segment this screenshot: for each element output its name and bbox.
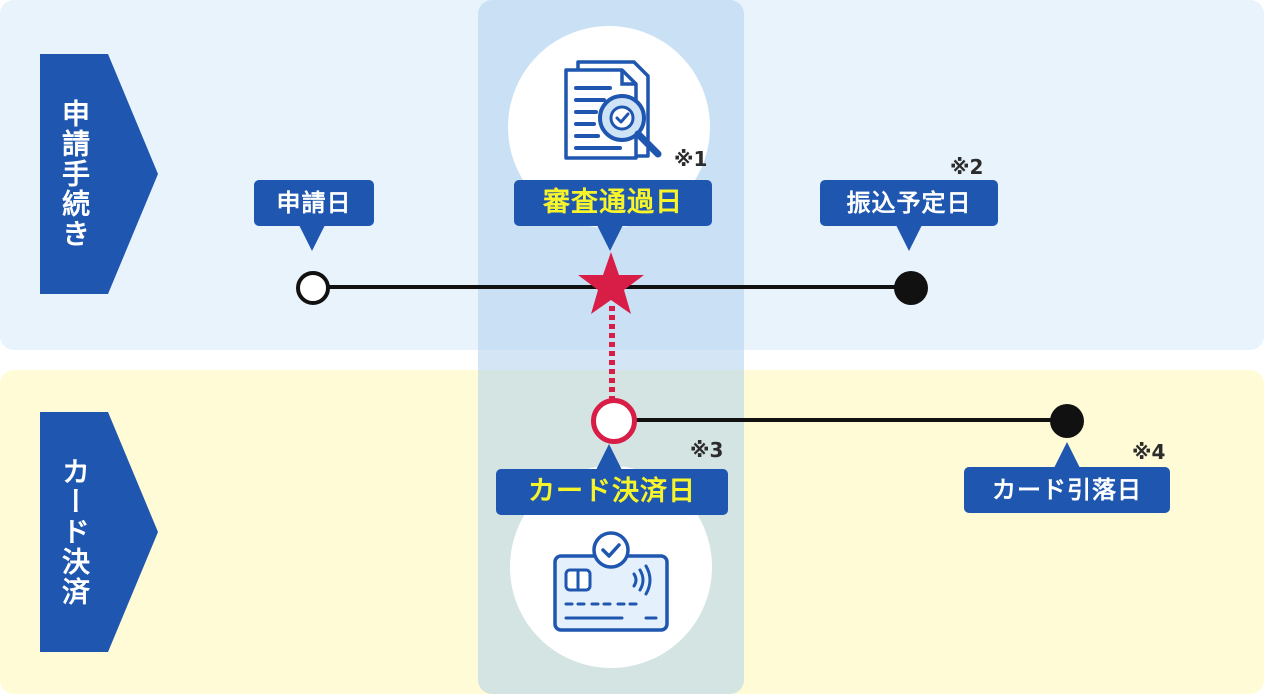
section-arrow-application (40, 54, 158, 294)
application-date-marker (296, 271, 330, 305)
application-date-pointer (299, 225, 325, 251)
section-label-card: カード決済 (58, 457, 91, 607)
application-date-label: 申請日 (254, 180, 374, 226)
card-withdrawal-pointer (1054, 442, 1080, 468)
card-payment-marker (591, 398, 637, 444)
review-passed-note: ※1 (674, 147, 708, 171)
card-payment-pointer (596, 444, 622, 470)
credit-card-check-icon (553, 531, 669, 632)
transfer-scheduled-label: 振込予定日 (820, 180, 998, 226)
document-magnifier-icon (564, 60, 662, 160)
transfer-scheduled-pointer (896, 225, 922, 251)
card-withdrawal-marker (1050, 404, 1084, 438)
section-label-application: 申請手続き (58, 99, 91, 249)
card-payment-note: ※3 (690, 438, 724, 462)
review-passed-label: 審査通過日 (514, 180, 712, 226)
card-withdrawal-label: カード引落日 (964, 467, 1170, 513)
star-icon (578, 252, 644, 314)
card-payment-label: カード決済日 (496, 469, 728, 515)
dotted-connector (609, 306, 615, 400)
transfer-scheduled-note: ※2 (950, 155, 984, 179)
review-passed-pointer (597, 225, 623, 251)
card-timeline-line (614, 418, 1066, 422)
section-arrow-card (40, 412, 158, 652)
card-withdrawal-note: ※4 (1132, 440, 1166, 464)
transfer-scheduled-marker (894, 271, 928, 305)
